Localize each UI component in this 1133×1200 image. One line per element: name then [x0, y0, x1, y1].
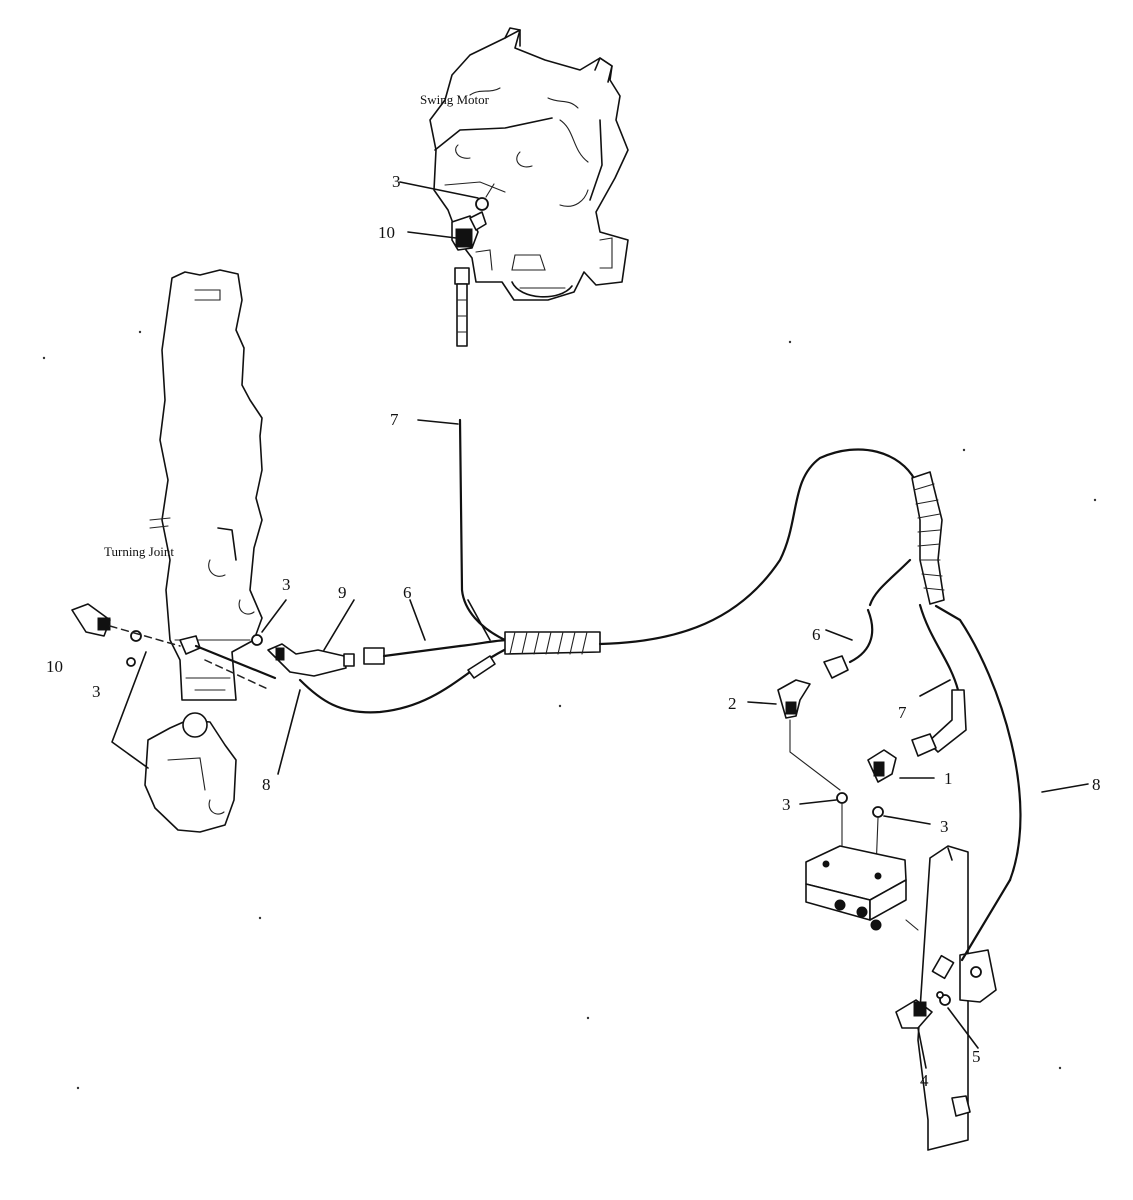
joint-o-ring-c [251, 634, 263, 646]
callout-5: 5 [972, 1047, 981, 1066]
pilot-valve [144, 712, 237, 833]
callout-1: 1 [944, 769, 953, 788]
connector-4 [895, 999, 933, 1029]
callout-10-joint: 10 [46, 657, 63, 676]
elbow-fitting-2 [777, 679, 811, 719]
callout-2: 2 [728, 694, 737, 713]
joint-o-ring-b [126, 657, 136, 667]
callout-3-valve-right: 3 [940, 817, 949, 836]
callout-3-valve-left: 3 [782, 795, 791, 814]
guide-to-pilot-valve [111, 651, 149, 769]
turning-joint [149, 269, 263, 701]
callout-3-motor: 3 [392, 172, 401, 191]
right-hose-bundle [868, 471, 1022, 882]
leader-lines [261, 419, 1089, 1069]
control-block [805, 845, 907, 931]
callout-3-joint-b: 3 [92, 682, 101, 701]
motor-hose-end [454, 267, 470, 347]
o-ring-right-valve [872, 806, 884, 818]
leader-10-motor [407, 231, 457, 239]
motor-elbow-fitting [451, 211, 487, 251]
long-hose-loop [598, 448, 917, 646]
hose-bundle [298, 418, 601, 714]
hose-8-end [931, 878, 1012, 980]
joint-hose-dashes [204, 659, 271, 691]
joint-connector-10 [71, 603, 111, 637]
callout-7-right: 7 [898, 703, 907, 722]
motor-o-ring [475, 183, 495, 211]
hose-7-right [911, 689, 967, 757]
guide-elbow-2 [789, 719, 841, 791]
callout-4: 4 [920, 1071, 929, 1090]
callout-10-motor: 10 [378, 223, 395, 242]
hose-6-right [823, 608, 874, 679]
callout-3-joint-a: 3 [282, 575, 291, 594]
swing-motor-label: Swing Motor [420, 92, 490, 107]
switch-box [959, 949, 997, 1003]
callout-6-right: 6 [812, 625, 821, 644]
callout-8-left: 8 [262, 775, 271, 794]
o-ring-left-valve [836, 792, 848, 804]
elbow-fitting-9 [267, 643, 355, 677]
callout-8-right: 8 [1092, 775, 1101, 794]
hose-end-6 [363, 644, 462, 665]
turning-joint-label: Turning Joint [104, 544, 174, 559]
elbow-fitting-1 [867, 749, 897, 783]
scan-specks [42, 330, 1097, 1090]
joint-hose-stub [194, 644, 277, 680]
swing-motor [429, 27, 629, 301]
leader-3-motor [399, 181, 479, 199]
o-ring-5-inner [936, 991, 944, 999]
callout-6-left: 6 [403, 583, 412, 602]
dashed-guide-joint [109, 625, 181, 647]
callout-9: 9 [338, 583, 347, 602]
callout-7-left: 7 [390, 410, 399, 429]
